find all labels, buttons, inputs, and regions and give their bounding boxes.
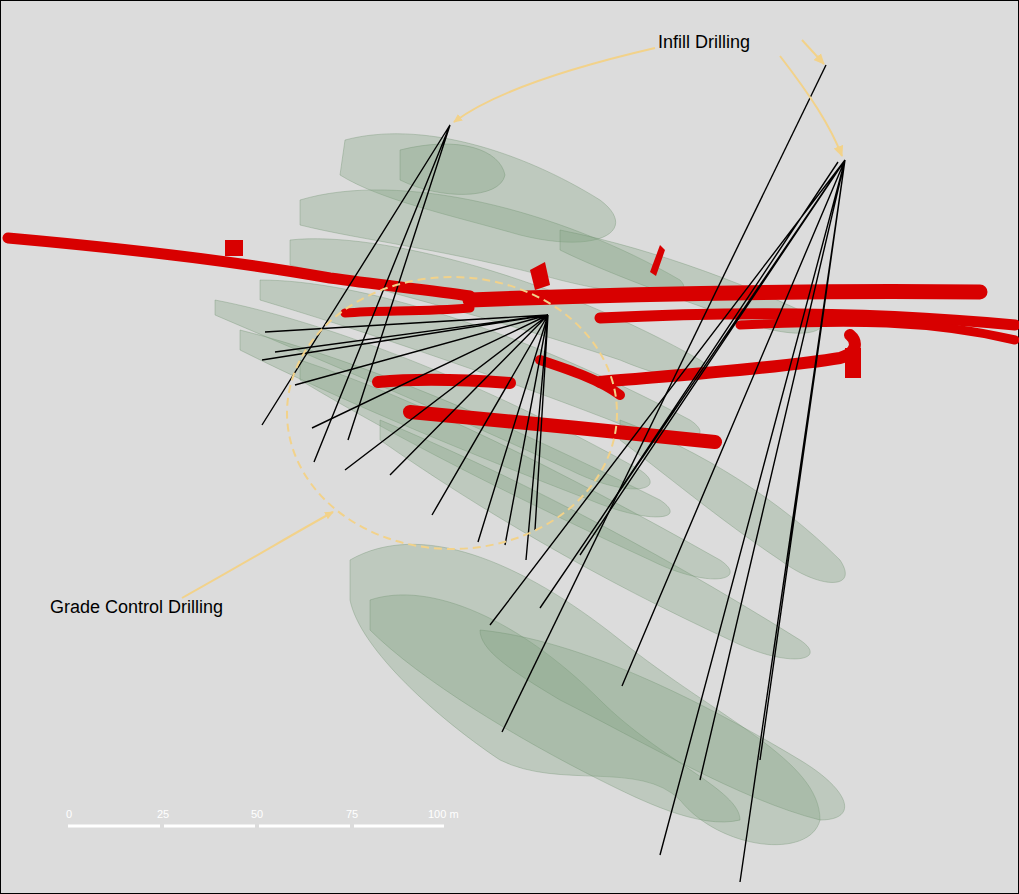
scale-number: 100 m xyxy=(428,808,459,821)
scale-number: 0 xyxy=(66,808,72,821)
scale-number: 50 xyxy=(251,808,263,821)
callout-label: Grade Control Drilling xyxy=(50,597,223,618)
callout-label: Infill Drilling xyxy=(658,32,750,53)
scale-number: 75 xyxy=(346,808,358,821)
scale-number: 25 xyxy=(157,808,169,821)
